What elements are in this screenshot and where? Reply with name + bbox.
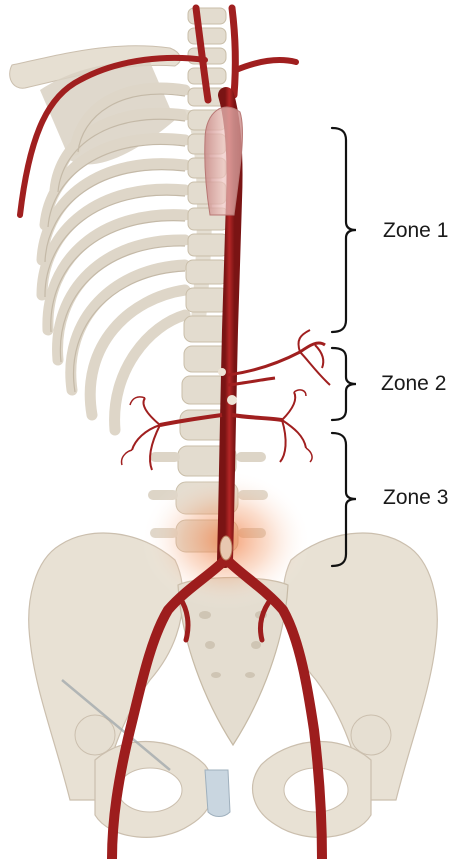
zone-2-label: Zone 2 [381,373,446,394]
zone-3-label: Zone 3 [383,487,448,508]
zone2-bracket [332,348,356,420]
rib-cage [10,46,212,430]
zone-1-label: Zone 1 [383,220,448,241]
zone-brackets [332,128,356,566]
zone1-bracket [332,128,356,332]
